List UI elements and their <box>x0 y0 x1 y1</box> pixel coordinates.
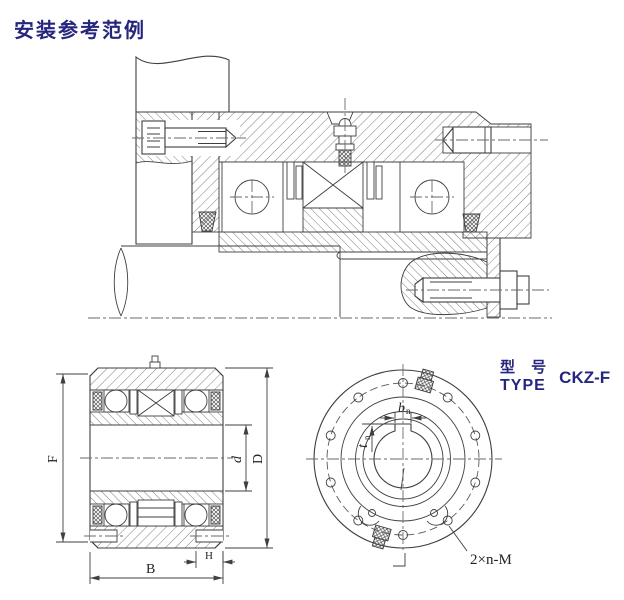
dim-B: B <box>89 552 224 584</box>
seal-right <box>462 213 481 233</box>
mount-hole-left <box>84 529 123 543</box>
lug-holes <box>357 505 449 526</box>
dim-keyway-width: b n <box>380 401 426 423</box>
dim-H: H <box>184 550 235 568</box>
sprag-clutch <box>286 161 383 233</box>
bolt-holes <box>325 378 481 540</box>
unit-side-view: F B H d <box>46 355 273 584</box>
dim-D: D <box>225 367 273 549</box>
bearing-row-top <box>92 389 221 417</box>
page-title: 安装参考范例 <box>14 20 146 42</box>
spacer-sleeve <box>336 251 488 260</box>
left-cap-screw <box>132 120 246 156</box>
dim-label-D: D <box>251 454 266 464</box>
grease-fitting-small <box>149 355 161 369</box>
centerline-corner-mark <box>393 553 406 567</box>
dim-d: d <box>225 424 252 492</box>
dim-label-d: d <box>230 455 245 463</box>
keyway-depth-letter: t <box>356 443 371 448</box>
grease-fitting-front-top <box>414 368 435 394</box>
keyway-depth-subscript: n <box>362 435 372 440</box>
shaft-break-line <box>400 467 405 491</box>
grease-fitting-front-bottom <box>371 524 392 550</box>
left-ball-bearing <box>221 161 284 233</box>
inner-ring-section <box>302 207 364 233</box>
dim-label-F: F <box>46 455 61 463</box>
right-ball-bearing <box>399 161 465 233</box>
outer-ring-top <box>89 367 224 391</box>
type-label-zh: 型 号 <box>500 359 553 376</box>
right-set-screw <box>435 126 548 154</box>
grease-fitting <box>326 98 357 175</box>
type-model-value: CKZ-F <box>559 367 611 387</box>
type-label-block: 型 号 TYPE CKZ-F <box>500 356 610 395</box>
installation-section-view <box>88 55 552 319</box>
shaft <box>113 245 341 317</box>
housing-bottom-band <box>218 231 488 253</box>
hex-bolt <box>400 252 549 316</box>
mount-holes-callout: 2×n-M <box>448 525 512 568</box>
type-label-en: TYPE <box>500 377 546 394</box>
dim-F: F <box>46 373 88 543</box>
dim-keyway-depth: t n <box>356 423 397 452</box>
keyway-width-subscript: n <box>406 406 411 416</box>
keyway-width-letter: b <box>398 401 405 416</box>
shaft-end-dome <box>113 247 129 317</box>
unit-front-view: b n t n 2×n-M <box>306 364 512 568</box>
mount-holes-label: 2×n-M <box>470 552 512 568</box>
dim-label-B: B <box>146 562 155 577</box>
dim-label-H: H <box>205 550 213 562</box>
seal-left <box>198 211 217 232</box>
mount-hole-right <box>190 529 229 543</box>
bearing-row-bottom <box>92 499 221 527</box>
